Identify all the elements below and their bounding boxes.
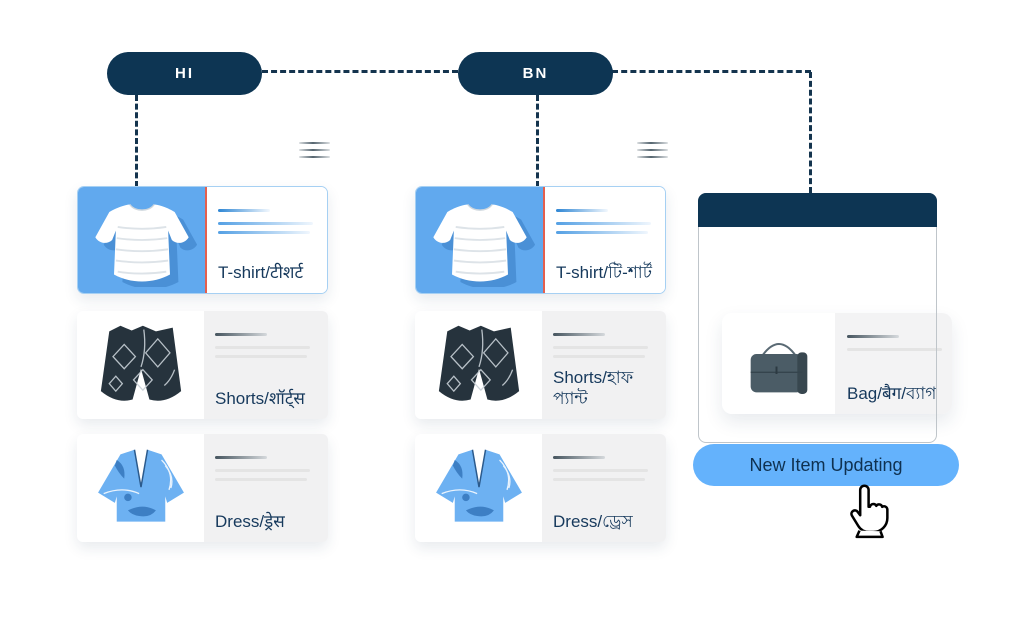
item-card-bn-dress[interactable]: Dress/ড্রেস	[415, 434, 666, 542]
skeleton-line	[218, 209, 270, 212]
skeleton-line	[553, 478, 645, 481]
item-card-info: Dress/ड्रेस	[204, 434, 328, 542]
new-item-panel	[698, 193, 937, 443]
item-card-info: T-shirt/টি-শার্ট	[543, 187, 665, 293]
skeleton-line	[215, 469, 310, 472]
skeleton-line	[215, 346, 310, 349]
item-label: Shorts/হাফ প্যান্ট	[553, 367, 634, 408]
skeleton-line	[218, 222, 313, 225]
skeleton-line	[553, 346, 648, 349]
item-card-info: T-shirt/टीशर्ट	[205, 187, 327, 293]
new-item-updating-button[interactable]: New Item Updating	[693, 444, 959, 486]
new-item-panel-header	[698, 193, 937, 227]
tshirt-illustration-icon	[416, 187, 543, 293]
tshirt-illustration-icon	[78, 187, 205, 293]
item-card-bn-tshirt[interactable]: T-shirt/টি-শার্ট	[415, 186, 666, 294]
connector-hi-column	[135, 95, 138, 187]
connector-bn-panel-horizontal	[612, 70, 811, 73]
skeleton-line	[556, 231, 648, 234]
skeleton-line	[847, 335, 899, 338]
item-card-bn-shorts[interactable]: Shorts/হাফ প্যান্ট	[415, 311, 666, 419]
skeleton-line	[218, 231, 310, 234]
language-tab-hi-label: HI	[175, 65, 194, 82]
skeleton-line	[553, 469, 648, 472]
item-card-bag[interactable]: Bag/बैग/ব্যাগ	[722, 313, 952, 414]
item-card-hi-tshirt[interactable]: T-shirt/टीशर्ट	[77, 186, 328, 294]
shorts-illustration-icon	[415, 311, 542, 419]
skeleton-line	[215, 333, 267, 336]
connector-bn-column	[536, 95, 539, 187]
dress-illustration-icon	[415, 434, 542, 542]
shorts-illustration-icon	[77, 311, 204, 419]
skeleton-line	[215, 355, 307, 358]
item-card-hi-shorts[interactable]: Shorts/शॉर्ट्स	[77, 311, 328, 419]
item-label: Dress/ड्रेस	[215, 511, 285, 531]
item-label: Dress/ড্রেস	[553, 511, 633, 531]
connector-panel-vertical	[809, 72, 812, 193]
dress-illustration-icon	[77, 434, 204, 542]
connector-hi-bn	[262, 70, 458, 73]
new-item-updating-label: New Item Updating	[749, 454, 903, 475]
menu-icon[interactable]	[637, 142, 668, 163]
item-card-info: Dress/ড্রেস	[542, 434, 666, 542]
item-label: Bag/बैग/ব্যাগ	[847, 383, 937, 403]
item-label: Shorts/शॉर्ट्स	[215, 388, 305, 408]
skeleton-line	[215, 478, 307, 481]
skeleton-line	[553, 333, 605, 336]
skeleton-line	[553, 355, 645, 358]
item-label: T-shirt/টি-শার্ট	[556, 262, 652, 282]
item-label: T-shirt/टीशर्ट	[218, 262, 304, 282]
skeleton-line	[553, 456, 605, 459]
hand-pointer-cursor-icon	[845, 483, 895, 539]
language-tab-bn[interactable]: BN	[458, 52, 613, 95]
skeleton-line	[556, 209, 608, 212]
menu-icon[interactable]	[299, 142, 330, 163]
item-card-info: Bag/बैग/ব্যাগ	[835, 313, 952, 414]
language-tab-hi[interactable]: HI	[107, 52, 262, 95]
skeleton-line	[556, 222, 651, 225]
skeleton-line	[215, 456, 267, 459]
bag-illustration-icon	[722, 313, 835, 414]
item-card-info: Shorts/शॉर्ट्स	[204, 311, 328, 419]
item-card-hi-dress[interactable]: Dress/ड्रेस	[77, 434, 328, 542]
skeleton-line	[847, 348, 942, 351]
item-card-info: Shorts/হাফ প্যান্ট	[542, 311, 666, 419]
language-tab-bn-label: BN	[522, 65, 549, 82]
